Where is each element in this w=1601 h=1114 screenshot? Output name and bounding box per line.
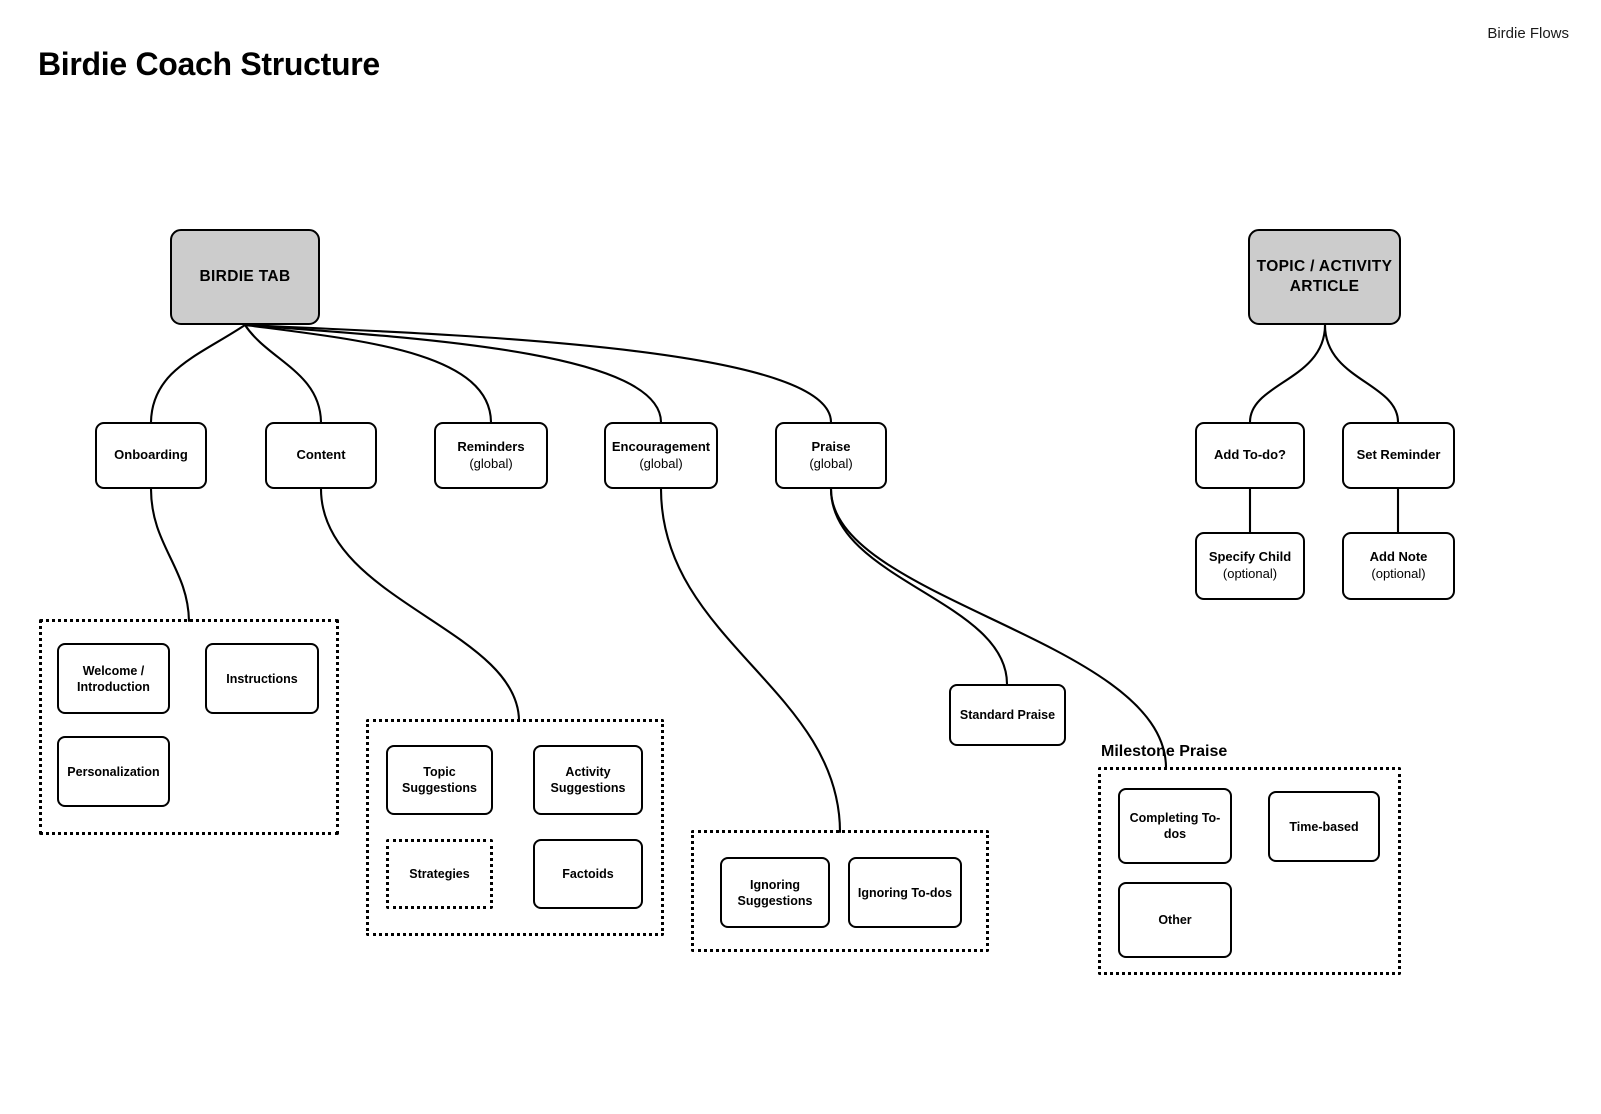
node-content-label: Content	[296, 447, 346, 463]
node-birdie-tab[interactable]: BIRDIE TAB	[170, 229, 320, 325]
node-strategies[interactable]: Strategies	[386, 839, 493, 909]
node-completing-todos[interactable]: Completing To-dos	[1118, 788, 1232, 864]
edge-article-addtodo	[1248, 323, 1327, 424]
node-factoids-label: Factoids	[562, 867, 614, 881]
node-completing-todos-label: Completing To-dos	[1129, 811, 1221, 841]
node-reminders-label: Reminders (global)	[457, 438, 525, 471]
node-strategies-label: Strategies	[409, 867, 470, 881]
node-reminders[interactable]: Reminders (global)	[434, 422, 548, 489]
node-ignoring-todos[interactable]: Ignoring To-dos	[848, 857, 962, 928]
node-onboarding-label: Onboarding	[114, 447, 188, 463]
node-encouragement[interactable]: Encouragement(global)	[604, 422, 718, 489]
node-specify-child[interactable]: Specify Child(optional)	[1195, 532, 1305, 600]
edge-birdietab-praise	[243, 323, 833, 424]
node-personalization[interactable]: Personalization	[57, 736, 170, 807]
node-set-reminder-label: Set Reminder	[1356, 447, 1441, 463]
document-label: Birdie Flows	[1487, 25, 1569, 42]
node-standard-praise[interactable]: Standard Praise	[949, 684, 1066, 746]
edge-article-setreminder	[1323, 323, 1400, 424]
node-praise[interactable]: Praise(global)	[775, 422, 887, 489]
node-other[interactable]: Other	[1118, 882, 1232, 958]
group-encouragement	[691, 830, 989, 952]
edge-onboarding-group	[149, 487, 191, 623]
group-milestone-praise-label: Milestone Praise	[1101, 743, 1228, 760]
node-welcome-introduction[interactable]: Welcome / Introduction	[57, 643, 170, 714]
group-content	[366, 719, 664, 936]
node-topic-activity-article[interactable]: TOPIC / ACTIVITY ARTICLE	[1248, 229, 1401, 325]
node-ignoring-suggestions-label: Ignoring Suggestions	[737, 877, 813, 908]
group-milestone-praise	[1098, 767, 1401, 975]
node-topic-suggestions-label: Topic Suggestions	[401, 765, 477, 795]
node-personalization-label: Personalization	[67, 764, 160, 779]
node-activity-suggestions-label: Activity Suggestions	[550, 765, 626, 795]
node-encouragement-label: Encouragement(global)	[611, 438, 711, 471]
edge-birdietab-content	[243, 323, 323, 424]
group-onboarding	[39, 619, 339, 835]
node-content[interactable]: Content	[265, 422, 377, 489]
edge-birdietab-reminders	[243, 323, 493, 424]
node-add-todo[interactable]: Add To-do?	[1195, 422, 1305, 489]
node-birdie-tab-label: BIRDIE TAB	[199, 268, 291, 286]
node-factoids[interactable]: Factoids	[533, 839, 643, 909]
node-specify-child-label: Specify Child(optional)	[1208, 549, 1292, 581]
node-other-label: Other	[1158, 913, 1192, 927]
edge-praise-standard	[829, 487, 1009, 686]
node-instructions[interactable]: Instructions	[205, 643, 319, 714]
node-topic-activity-article-label: TOPIC / ACTIVITY ARTICLE	[1256, 258, 1393, 295]
edge-encouragement-group	[659, 487, 842, 834]
edge-birdietab-encouragement	[243, 323, 663, 424]
node-onboarding[interactable]: Onboarding	[95, 422, 207, 489]
node-topic-suggestions[interactable]: Topic Suggestions	[386, 745, 493, 815]
node-add-todo-label: Add To-do?	[1214, 447, 1286, 463]
node-time-based[interactable]: Time-based	[1268, 791, 1380, 862]
node-instructions-label: Instructions	[226, 671, 298, 686]
node-time-based-label: Time-based	[1289, 819, 1359, 834]
node-praise-label: Praise(global)	[809, 438, 853, 471]
node-welcome-introduction-label: Welcome / Introduction	[77, 663, 150, 694]
edge-content-group	[319, 487, 521, 723]
node-add-note[interactable]: Add Note(optional)	[1342, 532, 1455, 600]
node-ignoring-todos-label: Ignoring To-dos	[857, 885, 953, 900]
edge-birdietab-onboarding	[149, 323, 247, 424]
page-title: Birdie Coach Structure	[38, 46, 380, 82]
node-standard-praise-label: Standard Praise	[959, 708, 1056, 722]
node-add-note-label: Add Note(optional)	[1369, 549, 1428, 581]
node-activity-suggestions[interactable]: Activity Suggestions	[533, 745, 643, 815]
node-ignoring-suggestions[interactable]: Ignoring Suggestions	[720, 857, 830, 928]
node-set-reminder[interactable]: Set Reminder	[1342, 422, 1455, 489]
